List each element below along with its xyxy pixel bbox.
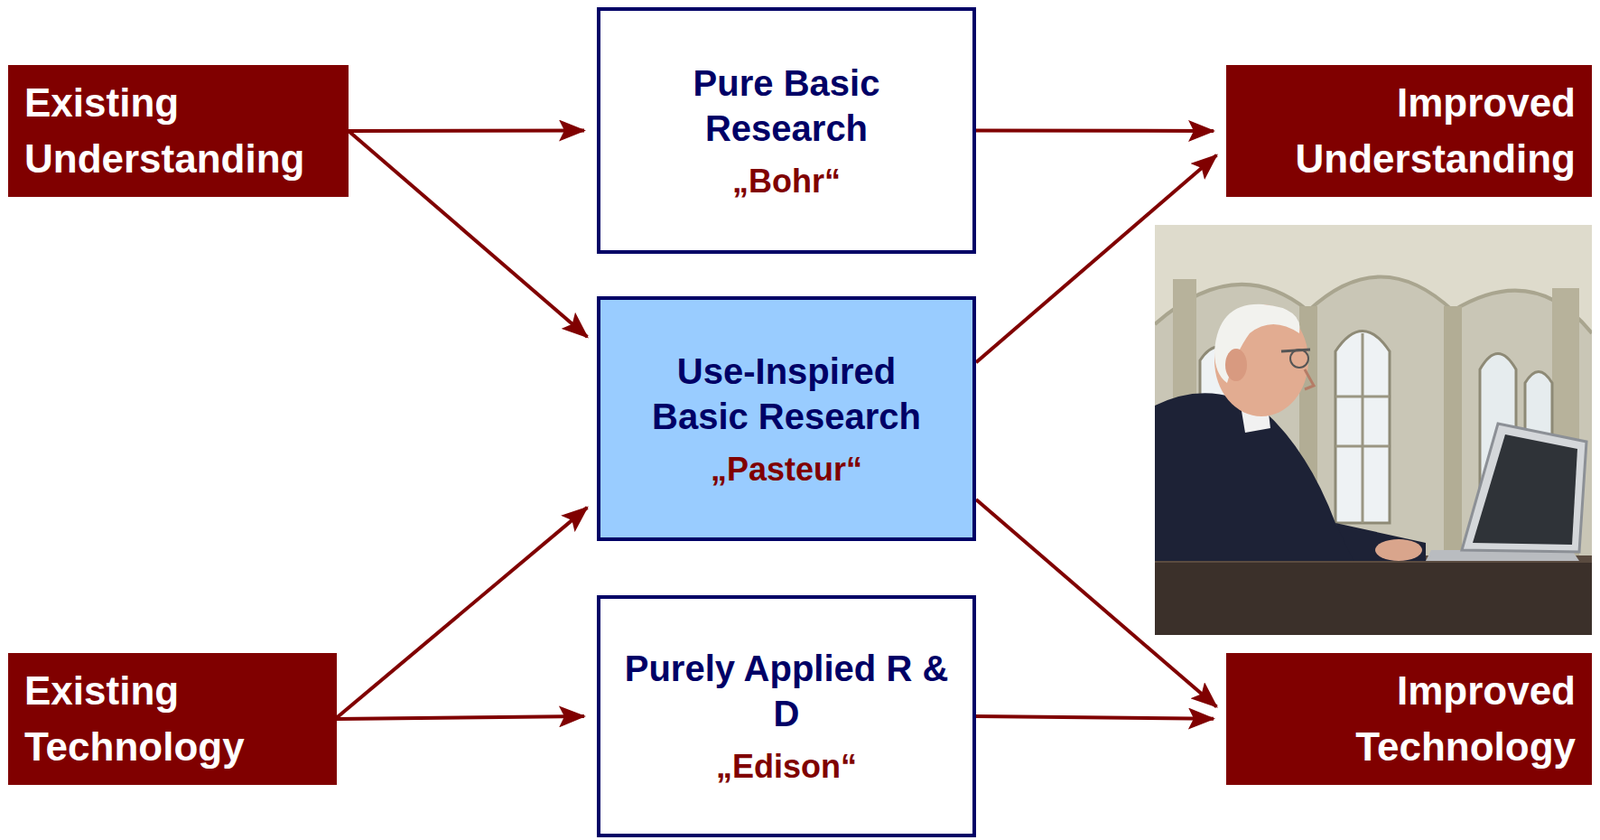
box-label: Existing Technology xyxy=(24,662,321,775)
box-label: Existing Understanding xyxy=(24,74,333,187)
box-label: Improved Technology xyxy=(1242,662,1576,775)
person-label: „Pasteur“ xyxy=(710,449,863,490)
box-label: Improved Understanding xyxy=(1242,74,1576,187)
input-box: Existing Understanding xyxy=(8,65,349,197)
output-box: Improved Understanding xyxy=(1226,65,1592,197)
person-label: „Bohr“ xyxy=(732,161,841,202)
person-label: „Edison“ xyxy=(716,746,857,787)
flow-arrow xyxy=(336,507,587,718)
output-box: Improved Technology xyxy=(1226,652,1592,785)
box-label: Use-Inspired Basic Research xyxy=(623,348,949,439)
research-box: Use-Inspired Basic Research „Pasteur“ xyxy=(596,296,977,541)
photo-illustration xyxy=(1154,224,1592,635)
research-box: Purely Applied R & D „Edison“ xyxy=(596,595,977,838)
flow-arrow xyxy=(348,129,585,134)
box-label: Purely Applied R & D xyxy=(623,645,949,736)
input-box: Existing Technology xyxy=(8,652,337,785)
flow-arrow xyxy=(976,716,1214,719)
flow-arrow xyxy=(336,716,585,719)
flow-arrow xyxy=(348,130,587,337)
box-label: Pure Basic Research xyxy=(623,60,949,151)
flow-arrow xyxy=(976,129,1214,134)
research-box: Pure Basic Research „Bohr“ xyxy=(596,7,977,254)
